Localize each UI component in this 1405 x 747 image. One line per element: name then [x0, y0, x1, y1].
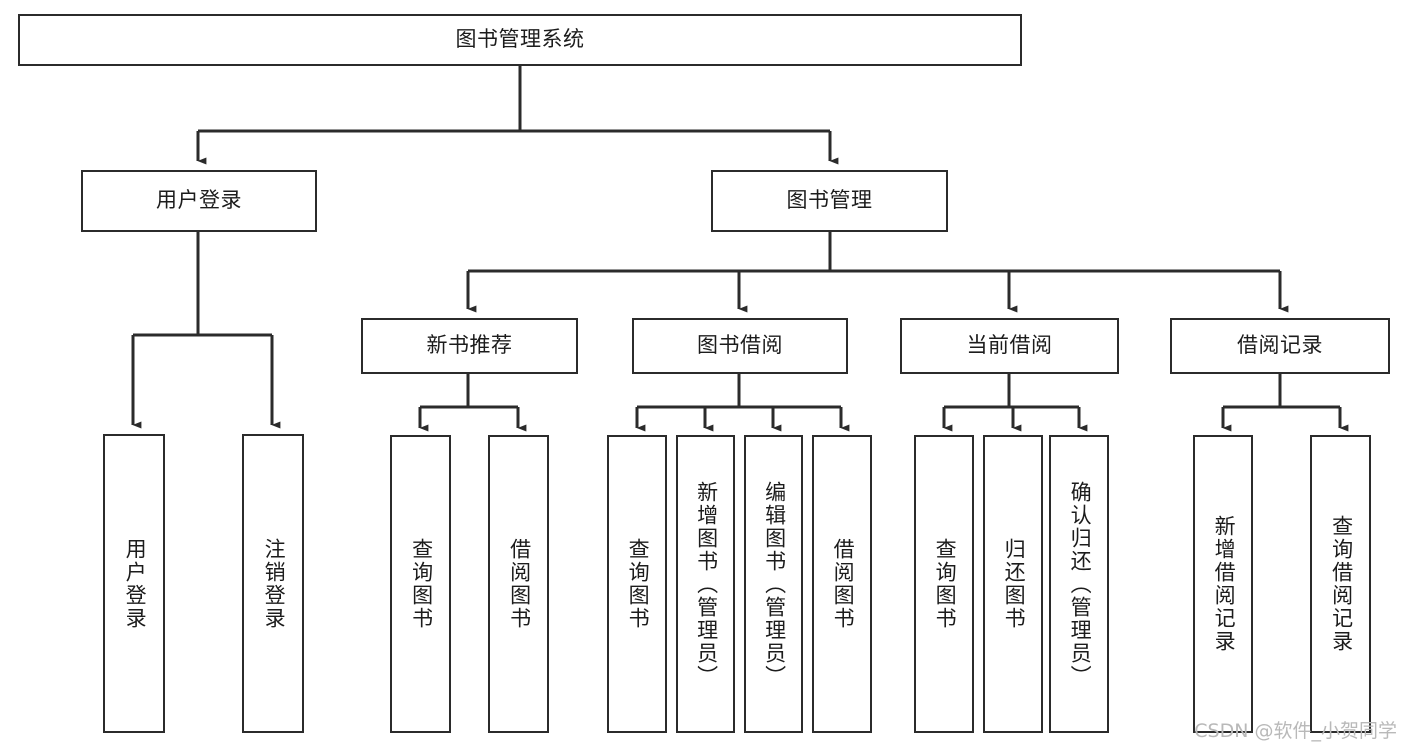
node-leaf-add-record[interactable]: 新增借阅记录 [1193, 435, 1253, 733]
node-leaf-query-book-1[interactable]: 查询图书 [390, 435, 451, 733]
node-leaf-logout-login[interactable]: 注销登录 [242, 434, 304, 733]
node-book-manage-label: 图书管理 [786, 189, 873, 213]
node-leaf-add-record-label: 新增借阅记录 [1212, 515, 1236, 653]
node-borrow-record-label: 借阅记录 [1237, 334, 1323, 358]
node-book-borrow-label: 图书借阅 [697, 334, 783, 358]
node-new-book-recommend[interactable]: 新书推荐 [361, 318, 578, 374]
node-leaf-edit-book-label: 编辑图书（管理员） [762, 480, 786, 688]
node-leaf-borrow-book-1-label: 借阅图书 [507, 538, 531, 630]
node-leaf-confirm-return[interactable]: 确认归还（管理员） [1049, 435, 1109, 733]
node-leaf-query-record-label: 查询借阅记录 [1329, 515, 1353, 653]
node-leaf-borrow-book-2-label: 借阅图书 [831, 538, 855, 630]
node-leaf-user-login-label: 用户登录 [123, 537, 147, 630]
node-leaf-query-book-1-label: 查询图书 [409, 538, 433, 630]
node-leaf-confirm-return-label: 确认归还（管理员） [1068, 480, 1092, 688]
node-borrow-record[interactable]: 借阅记录 [1170, 318, 1390, 374]
node-leaf-return-book-label: 归还图书 [1002, 538, 1026, 630]
node-root-label: 图书管理系统 [455, 28, 585, 52]
node-user-login-label: 用户登录 [156, 189, 242, 213]
node-leaf-return-book[interactable]: 归还图书 [983, 435, 1043, 733]
node-leaf-user-login[interactable]: 用户登录 [103, 434, 165, 733]
node-current-borrow-label: 当前借阅 [966, 334, 1053, 358]
node-book-manage[interactable]: 图书管理 [711, 170, 948, 232]
node-leaf-borrow-book-2[interactable]: 借阅图书 [812, 435, 872, 733]
node-new-book-recommend-label: 新书推荐 [426, 334, 513, 358]
node-book-borrow[interactable]: 图书借阅 [632, 318, 848, 374]
node-current-borrow[interactable]: 当前借阅 [900, 318, 1119, 374]
node-leaf-edit-book[interactable]: 编辑图书（管理员） [744, 435, 803, 733]
node-root[interactable]: 图书管理系统 [18, 14, 1022, 66]
node-leaf-borrow-book-1[interactable]: 借阅图书 [488, 435, 549, 733]
node-leaf-query-book-3[interactable]: 查询图书 [914, 435, 974, 733]
node-leaf-add-book-label: 新增图书（管理员） [694, 480, 718, 688]
node-leaf-query-record[interactable]: 查询借阅记录 [1310, 435, 1371, 733]
node-leaf-logout-login-label: 注销登录 [262, 537, 286, 630]
node-leaf-add-book[interactable]: 新增图书（管理员） [676, 435, 735, 733]
node-leaf-query-book-2-label: 查询图书 [626, 538, 650, 630]
node-leaf-query-book-2[interactable]: 查询图书 [607, 435, 667, 733]
node-user-login[interactable]: 用户登录 [81, 170, 317, 232]
node-leaf-query-book-3-label: 查询图书 [933, 538, 957, 630]
